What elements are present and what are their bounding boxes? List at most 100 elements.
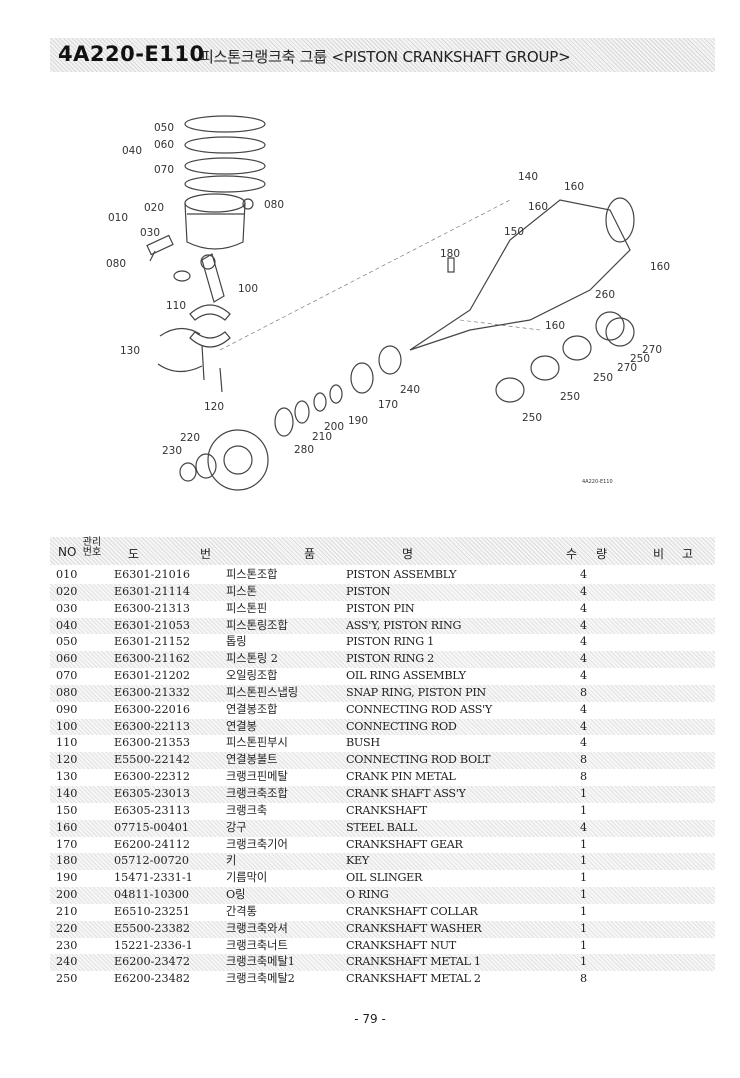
part-name-korean: 크랭크축너트 bbox=[226, 938, 288, 952]
header-name-2: 명 bbox=[402, 547, 414, 561]
part-number: 15471-2331-1 bbox=[114, 871, 193, 885]
callout: 150 bbox=[504, 226, 524, 238]
part-name-korean: 톱링 bbox=[226, 635, 247, 649]
callout: 250 bbox=[593, 372, 613, 384]
callout: 020 bbox=[144, 202, 164, 214]
part-ref-no: 080 bbox=[56, 685, 78, 699]
part-quantity: 1 bbox=[580, 803, 588, 817]
part-name-english: ASS'Y, PISTON RING bbox=[346, 618, 462, 632]
callout: 240 bbox=[400, 384, 420, 396]
part-name-english: PISTON bbox=[346, 584, 391, 598]
part-name-english: OIL SLINGER bbox=[346, 871, 423, 885]
part-name-korean: 크랭크축메탈2 bbox=[226, 972, 295, 986]
header-band bbox=[50, 38, 715, 72]
part-ref-no: 180 bbox=[56, 854, 78, 868]
part-quantity: 1 bbox=[580, 955, 588, 969]
part-ref-no: 230 bbox=[56, 938, 78, 952]
part-quantity: 8 bbox=[580, 685, 588, 699]
part-ref-no: 170 bbox=[56, 837, 78, 851]
part-quantity: 8 bbox=[580, 770, 588, 784]
part-number: 04811-10300 bbox=[114, 888, 189, 902]
part-name-korean: 크랭크축와셔 bbox=[226, 921, 288, 935]
header-remarks-2: 고 bbox=[682, 547, 694, 561]
table-header: NO 관리 번호 도 번 품 명 수 량 비 고 bbox=[50, 537, 715, 565]
callout: 040 bbox=[122, 145, 142, 157]
part-name-english: BUSH bbox=[346, 736, 380, 750]
part-name-english: PISTON ASSEMBLY bbox=[346, 568, 457, 581]
callout: 030 bbox=[140, 227, 160, 239]
part-ref-no: 070 bbox=[56, 669, 78, 683]
part-name-korean: 피스톤핀부시 bbox=[226, 736, 288, 750]
part-number: E6300-22312 bbox=[114, 770, 191, 784]
part-name-korean: 강구 bbox=[226, 820, 247, 834]
header-mgmt-no: 관리 번호 bbox=[82, 537, 102, 558]
part-name-english: CONNECTING ROD ASS'Y bbox=[346, 702, 492, 716]
part-number: E6200-23472 bbox=[114, 955, 191, 969]
part-number: E6300-22016 bbox=[114, 702, 191, 716]
part-ref-no: 140 bbox=[56, 786, 78, 800]
part-ref-no: 110 bbox=[56, 736, 78, 750]
part-ref-no: 050 bbox=[56, 635, 78, 649]
part-name-english: STEEL BALL bbox=[346, 820, 417, 834]
header-name-1: 품 bbox=[304, 547, 316, 561]
part-name-korean: O링 bbox=[226, 888, 246, 902]
part-quantity: 1 bbox=[580, 854, 588, 868]
header-no: NO bbox=[58, 545, 77, 559]
part-quantity: 4 bbox=[580, 719, 588, 733]
header-qty-2: 량 bbox=[596, 547, 608, 561]
part-name-english: SNAP RING, PISTON PIN bbox=[346, 685, 486, 699]
callout: 160 bbox=[564, 181, 584, 193]
figure-id: 4A220-E110 bbox=[582, 479, 613, 485]
part-number: E6300-22113 bbox=[114, 719, 191, 733]
part-name-korean: 간격통 bbox=[226, 904, 257, 918]
part-name-english: CRANKSHAFT METAL 2 bbox=[346, 972, 481, 986]
callout: 200 bbox=[324, 421, 344, 433]
part-name-english: OIL RING ASSEMBLY bbox=[346, 669, 466, 683]
part-quantity: 4 bbox=[580, 736, 588, 750]
part-quantity: 4 bbox=[580, 568, 588, 581]
part-quantity: 4 bbox=[580, 702, 588, 716]
part-ref-no: 060 bbox=[56, 652, 78, 666]
callout: 050 bbox=[154, 122, 174, 134]
part-name-english: CRANKSHAFT COLLAR bbox=[346, 904, 478, 918]
callout: 190 bbox=[348, 415, 368, 427]
callout: 170 bbox=[378, 399, 398, 411]
callout: 160 bbox=[545, 320, 565, 332]
part-quantity: 1 bbox=[580, 904, 588, 918]
callout: 260 bbox=[595, 289, 615, 301]
part-number: E6200-24112 bbox=[114, 837, 191, 851]
part-name-korean: 크랭크축 bbox=[226, 803, 268, 817]
header-qty-1: 수 bbox=[566, 547, 578, 561]
part-quantity: 1 bbox=[580, 938, 588, 952]
callout: 270 bbox=[642, 344, 662, 356]
part-name-korean: 키 bbox=[226, 854, 237, 868]
part-name-english: CRANKSHAFT WASHER bbox=[346, 921, 482, 935]
header-remarks-1: 비 bbox=[653, 547, 665, 561]
part-number: E6305-23013 bbox=[114, 786, 191, 800]
part-ref-no: 030 bbox=[56, 601, 78, 615]
callout: 130 bbox=[120, 345, 140, 357]
part-ref-no: 160 bbox=[56, 820, 78, 834]
part-ref-no: 240 bbox=[56, 955, 78, 969]
part-name-english: CRANK SHAFT ASS'Y bbox=[346, 786, 466, 800]
callout: 070 bbox=[154, 164, 174, 176]
part-ref-no: 130 bbox=[56, 770, 78, 784]
part-number: E6301-21016 bbox=[114, 568, 191, 581]
callout: 250 bbox=[522, 412, 542, 424]
part-name-korean: 크랭크축기어 bbox=[226, 837, 288, 851]
part-number: E6300-21162 bbox=[114, 652, 191, 666]
part-quantity: 4 bbox=[580, 652, 588, 666]
part-number: E6301-21114 bbox=[114, 584, 191, 598]
